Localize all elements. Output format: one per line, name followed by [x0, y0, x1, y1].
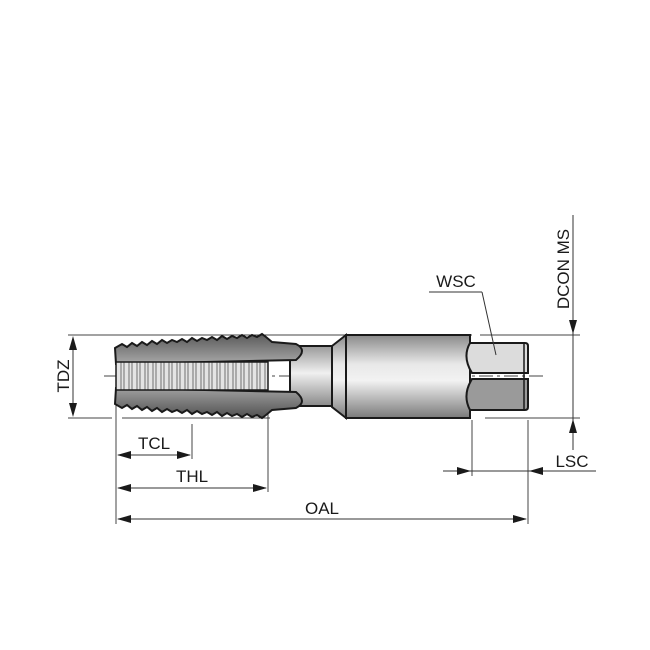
shank: [345, 334, 471, 419]
label-oal: OAL: [305, 499, 339, 518]
thread-section: [113, 332, 303, 420]
label-tcl: TCL: [138, 434, 170, 453]
label-dcon-ms: DCON MS: [554, 229, 573, 309]
thread-bottom: [113, 386, 303, 420]
label-lsc: LSC: [555, 452, 588, 471]
square-drive-top: [465, 342, 529, 374]
label-thl: THL: [176, 467, 208, 486]
flute: [115, 361, 269, 391]
label-wsc: WSC: [436, 272, 476, 291]
dimension-lines: [69, 215, 596, 523]
shank-chamfer: [331, 332, 347, 421]
square-drive-bottom: [465, 378, 529, 411]
thread-top: [113, 332, 303, 366]
label-tdz: TDZ: [54, 359, 73, 392]
